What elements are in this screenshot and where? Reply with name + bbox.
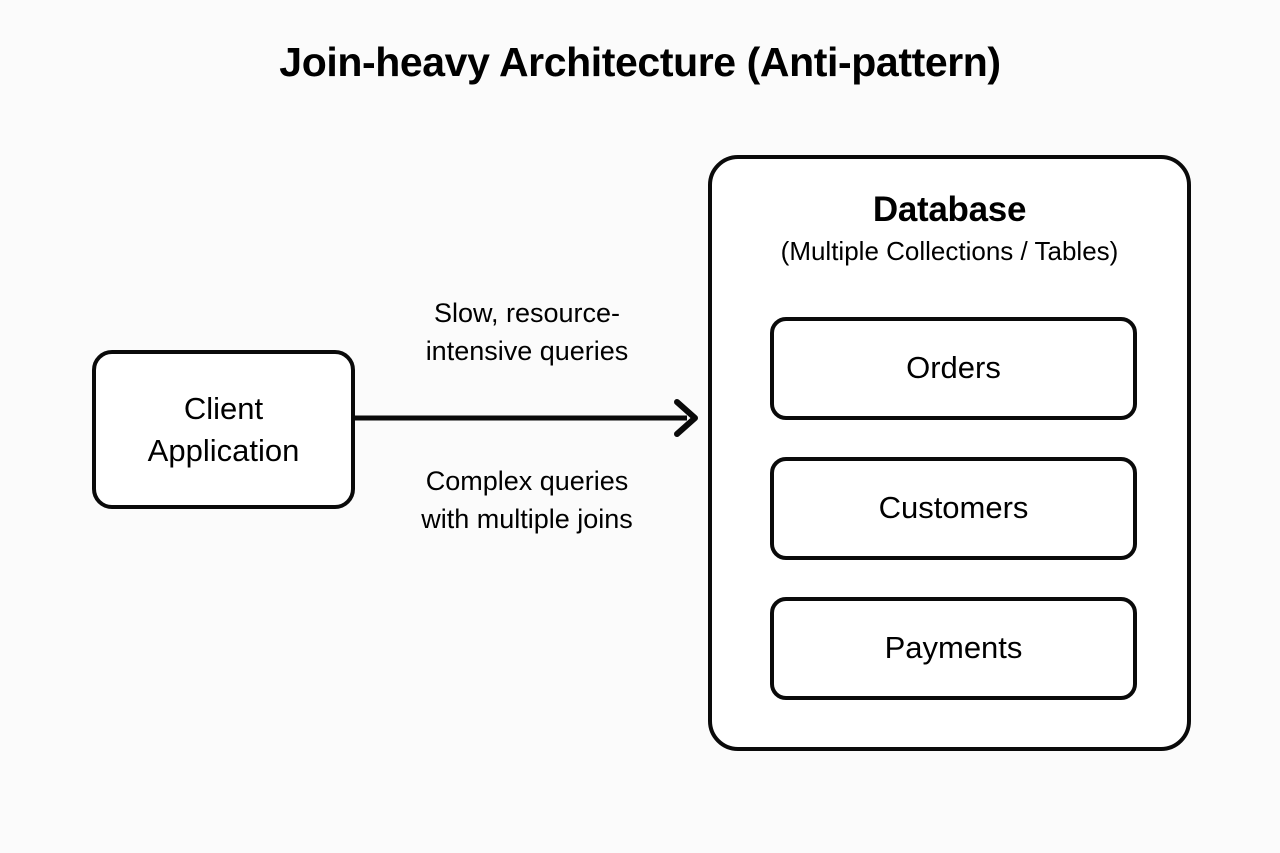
edge-label-complex-joins: Complex queries with multiple joins (421, 466, 633, 535)
collection-list: Orders Customers Payments (770, 317, 1137, 700)
collection-box-orders[interactable]: Orders (770, 317, 1137, 420)
collection-label-customers: Customers (878, 490, 1029, 526)
client-application-node[interactable]: Client Application (92, 350, 355, 509)
collection-box-customers[interactable]: Customers (770, 457, 1137, 560)
database-subtitle: (Multiple Collections / Tables) (780, 236, 1119, 267)
edge-label-slow-queries: Slow, resource- intensive queries (425, 298, 629, 367)
page-title: Join-heavy Architecture (Anti-pattern) (279, 39, 1001, 85)
arrow-right-icon (353, 399, 698, 437)
collection-box-payments[interactable]: Payments (770, 597, 1137, 700)
database-node[interactable]: Database (Multiple Collections / Tables)… (708, 155, 1191, 751)
client-application-label: Client Application (147, 390, 300, 468)
database-title: Database (872, 190, 1027, 229)
collection-label-payments: Payments (884, 630, 1023, 666)
collection-label-orders: Orders (906, 350, 1001, 386)
